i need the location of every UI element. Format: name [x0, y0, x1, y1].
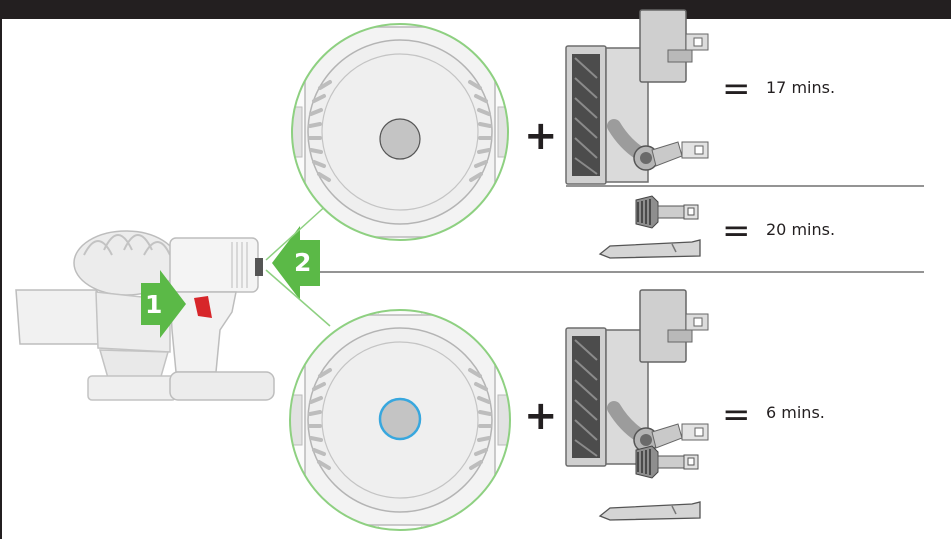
standard-power-detail — [291, 23, 509, 241]
crevice-tool-icon — [599, 239, 701, 259]
arrow-left-icon — [272, 226, 320, 300]
crevice-tool-icon — [599, 501, 701, 521]
step-number-2: 2 — [294, 248, 312, 277]
arrow-right-icon — [141, 270, 186, 338]
mini-motorized-tool-icon — [639, 289, 709, 363]
combination-tool-icon — [635, 195, 699, 229]
step-number-1: 1 — [145, 290, 163, 319]
trigger-indicator — [194, 296, 212, 318]
power-button-standard — [379, 118, 421, 160]
combination-tool-icon — [635, 445, 699, 479]
vacuum-illustration — [15, 230, 275, 401]
plus-sign: + — [524, 393, 558, 439]
runtime-label: 17 mins. — [766, 78, 836, 97]
boost-power-detail — [289, 309, 511, 531]
equals-sign: = — [722, 211, 751, 251]
equals-sign: = — [722, 395, 751, 435]
plus-sign: + — [524, 113, 558, 159]
equals-sign: = — [722, 69, 751, 109]
mini-motorized-tool-icon — [639, 9, 709, 83]
power-button-boost — [378, 397, 422, 441]
runtime-label: 20 mins. — [766, 220, 836, 239]
runtime-label: 6 mins. — [766, 403, 825, 422]
left-border — [0, 19, 2, 539]
header-bar — [0, 0, 951, 19]
